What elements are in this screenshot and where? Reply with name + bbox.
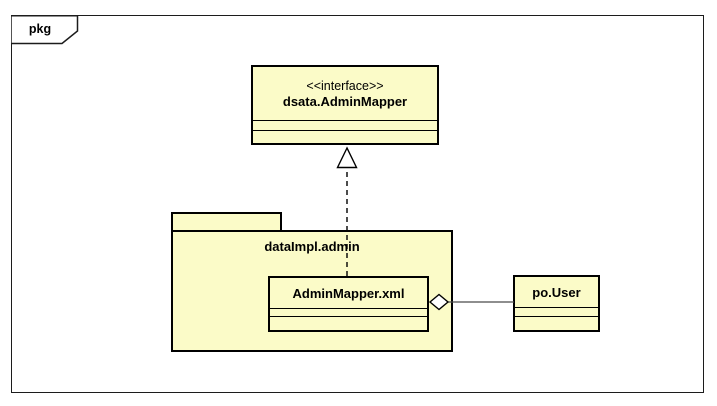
class-adminmapper-xml[interactable]: AdminMapper.xml [268, 276, 429, 332]
attributes-compartment [253, 120, 437, 130]
package-name-label: dataImpl.admin [264, 239, 360, 254]
class-name-compartment: AdminMapper.xml [270, 278, 427, 308]
interface-name-compartment: <<interface>> dsata.AdminMapper [253, 67, 437, 120]
frame-tag-label: pkg [28, 22, 52, 36]
operations-compartment [515, 316, 598, 330]
attributes-compartment [515, 307, 598, 316]
class-name-compartment: po.User [515, 277, 598, 307]
attributes-compartment [270, 308, 427, 316]
class-po-user[interactable]: po.User [513, 275, 600, 332]
class-name-label: AdminMapper.xml [292, 285, 405, 301]
class-name-label: po.User [532, 284, 581, 300]
operations-compartment [270, 316, 427, 330]
operations-compartment [253, 130, 437, 143]
frame-tag-pentagon-icon [11, 15, 79, 45]
interface-name-label: dsata.AdminMapper [282, 93, 408, 109]
frame-tag: pkg [11, 15, 79, 45]
interface-dsata-adminmapper[interactable]: <<interface>> dsata.AdminMapper [251, 65, 439, 145]
interface-stereotype-label: <<interface>> [306, 78, 384, 93]
